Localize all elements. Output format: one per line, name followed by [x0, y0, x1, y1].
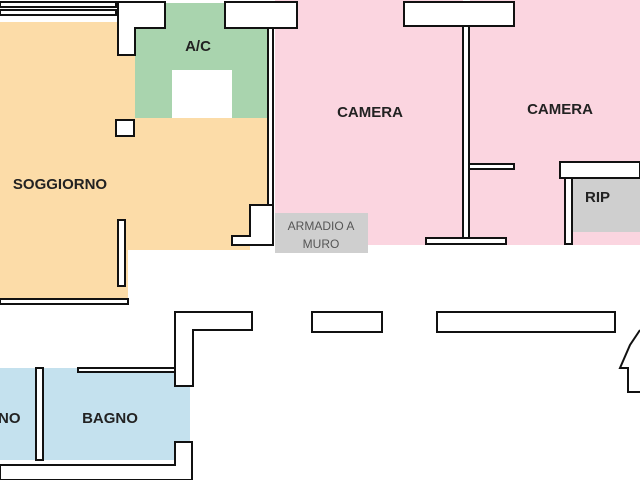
label-ripostiglio: RIP: [585, 189, 610, 206]
label-soggiorno: SOGGIORNO: [13, 176, 108, 193]
label-bagno-2: BAGNO: [82, 410, 138, 427]
label-camera-2: CAMERA: [527, 101, 593, 118]
room-ripostiglio: [572, 178, 640, 232]
room-camera-1: [275, 0, 463, 245]
room-armadio: [275, 213, 368, 253]
label-camera-1: CAMERA: [337, 104, 403, 121]
room-bagno-2: [43, 368, 190, 460]
label-armadio-line1: ARMADIO A: [288, 219, 355, 233]
label-ac: A/C: [185, 38, 211, 55]
room-ac: [135, 3, 268, 118]
room-bagno-1: [0, 368, 36, 460]
label-bagno-1: NO: [0, 410, 21, 427]
label-armadio-line2: MURO: [303, 237, 340, 251]
room-soggiorno: [0, 22, 268, 300]
